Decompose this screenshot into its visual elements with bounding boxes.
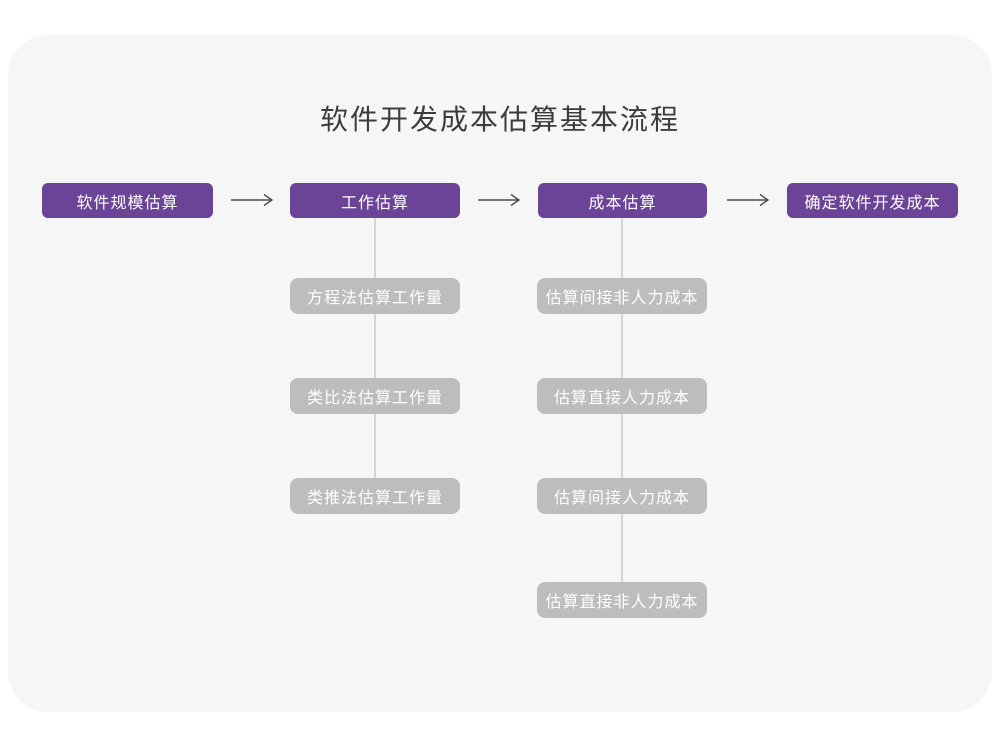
right-arrow-icon [231, 193, 274, 207]
subnode-analogy-method: 类比法估算工作量 [290, 378, 460, 414]
connector-line [621, 314, 623, 378]
right-arrow-icon [727, 193, 770, 207]
flow-step-label: 成本估算 [588, 194, 657, 212]
subnode-label: 类推法估算工作量 [306, 490, 443, 507]
subnode-indirect-nonlabor-cost: 估算间接非人力成本 [537, 278, 707, 314]
flow-step-software-size-estimation: 软件规模估算 [42, 183, 213, 218]
flow-step-label: 工作估算 [340, 194, 409, 212]
connector-line [621, 414, 623, 478]
flow-step-work-estimation: 工作估算 [290, 183, 460, 218]
subnode-label: 估算直接非人力成本 [545, 594, 699, 611]
subnode-label: 方程法估算工作量 [306, 290, 443, 307]
subnode-label: 估算直接人力成本 [553, 390, 690, 407]
subnode-direct-nonlabor-cost: 估算直接非人力成本 [537, 582, 707, 618]
subnode-direct-labor-cost: 估算直接人力成本 [537, 378, 707, 414]
subnode-equation-method: 方程法估算工作量 [290, 278, 460, 314]
connector-line [621, 514, 623, 582]
connector-line [374, 314, 376, 378]
right-arrow-icon [478, 193, 521, 207]
connector-line [374, 414, 376, 478]
subnode-indirect-labor-cost: 估算间接人力成本 [537, 478, 707, 514]
diagram-title: 软件开发成本估算基本流程 [319, 104, 680, 135]
flow-step-determine-development-cost: 确定软件开发成本 [787, 183, 958, 218]
flow-step-label: 软件规模估算 [76, 194, 179, 212]
flow-step-label: 确定软件开发成本 [804, 194, 941, 212]
subnode-extrapolation-method: 类推法估算工作量 [290, 478, 460, 514]
diagram-card [8, 35, 992, 712]
subnode-label: 估算间接人力成本 [553, 490, 690, 507]
subnode-label: 估算间接非人力成本 [545, 290, 699, 307]
connector-line [374, 218, 376, 278]
subnode-label: 类比法估算工作量 [306, 390, 443, 407]
connector-line [621, 218, 623, 278]
flow-step-cost-estimation: 成本估算 [538, 183, 707, 218]
